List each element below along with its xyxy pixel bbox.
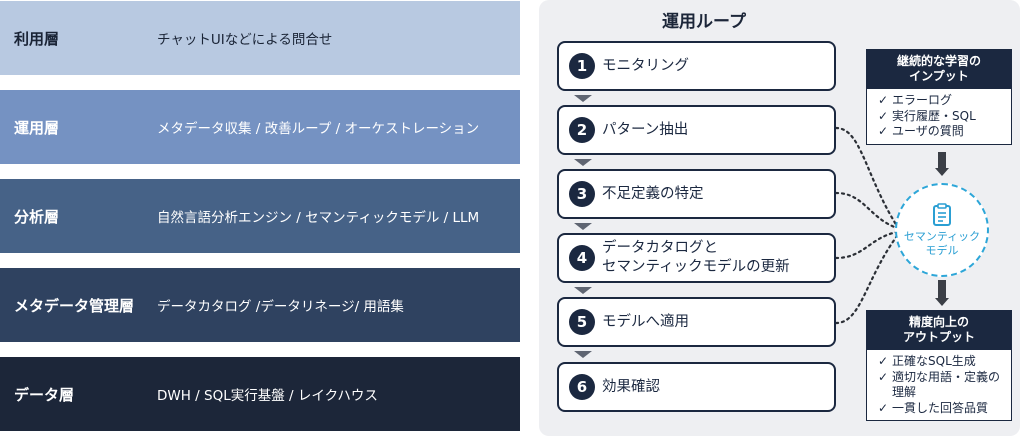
check-icon: ✓ xyxy=(878,93,889,107)
accuracy-output-title: 精度向上の アウトプット xyxy=(867,311,1011,350)
semantic-model-label: セマンティック モデル xyxy=(904,230,980,258)
connector-step-5 xyxy=(834,234,899,325)
accuracy-output-list: ✓ 正確なSQL生成 ✓ 適切な用語・定義の 理解 ✓ 一貫した回答品質 xyxy=(867,350,1011,420)
check-icon: ✓ xyxy=(878,354,889,368)
item-text: 適切な用語・定義の 理解 xyxy=(892,369,1001,400)
step-label: 不足定義の特定 xyxy=(602,185,704,202)
list-item: ✓ 正確なSQL生成 xyxy=(867,354,1011,370)
step-number: 1 xyxy=(569,53,595,79)
learning-input-list: ✓ エラーログ ✓ 実行履歴・SQL ✓ ユーザの質問 xyxy=(867,89,1011,144)
loop-step-apply-to-model: 5 モデルへ適用 xyxy=(557,297,836,347)
step-arrow xyxy=(574,287,592,294)
learning-input-title: 継続的な学習の インプット xyxy=(867,50,1011,89)
list-item: ✓ 実行履歴・SQL xyxy=(867,109,1011,125)
semantic-model-node: セマンティック モデル xyxy=(895,183,989,277)
layer-data: データ層 DWH / SQL実行基盤 / レイクハウス xyxy=(0,357,520,431)
check-icon: ✓ xyxy=(878,369,889,384)
layer-usage: 利用層 チャットUIなどによる問合せ xyxy=(0,1,520,75)
check-icon: ✓ xyxy=(878,400,889,415)
layer-metadata-management: メタデータ管理層 データカタログ /データリネージ/ 用語集 xyxy=(0,268,520,342)
step-label: データカタログと セマンティックモデルの更新 xyxy=(602,240,790,275)
item-text: 正確なSQL生成 xyxy=(892,354,976,368)
step-number: 5 xyxy=(569,309,595,335)
list-item: ✓ 一貫した回答品質 xyxy=(867,401,1011,417)
item-text: 実行履歴・SQL xyxy=(892,108,976,123)
layer-description: 自然言語分析エンジン / セマンティックモデル / LLM xyxy=(157,210,480,226)
flow-arrow-input-to-model xyxy=(938,152,946,168)
layer-name: 運用層 xyxy=(14,118,60,137)
loop-step-gap-identification: 3 不足定義の特定 xyxy=(557,169,836,219)
label-line: セマンティック xyxy=(903,229,981,243)
step-label: 効果確認 xyxy=(602,378,660,395)
layer-name: 利用層 xyxy=(14,29,60,48)
step-arrow xyxy=(574,159,592,166)
item-text: 一貫した回答品質 xyxy=(892,400,989,415)
learning-input-box: 継続的な学習の インプット ✓ エラーログ ✓ 実行履歴・SQL ✓ ユーザの質… xyxy=(866,49,1012,145)
flow-arrow-head xyxy=(935,298,949,306)
title-line: 精度向上の xyxy=(908,315,969,329)
title-line: インプット xyxy=(909,69,969,83)
step-arrow xyxy=(574,223,592,230)
title-line: アウトプット xyxy=(902,330,975,344)
layer-name: 分析層 xyxy=(14,207,60,226)
flow-arrow-model-to-output xyxy=(938,280,946,298)
step-arrow xyxy=(574,95,592,102)
loop-title: 運用ループ xyxy=(662,12,746,32)
step-label: パターン抽出 xyxy=(602,121,689,138)
clipboard-icon xyxy=(933,202,951,226)
layer-description: データカタログ /データリネージ/ 用語集 xyxy=(157,299,404,315)
step-label: モデルへ適用 xyxy=(602,313,689,330)
step-number: 2 xyxy=(569,117,595,143)
step-arrow xyxy=(574,351,592,358)
list-item: ✓ 適切な用語・定義の 理解 xyxy=(867,370,1011,401)
item-text: ユーザの質問 xyxy=(892,124,964,138)
check-icon: ✓ xyxy=(878,124,889,138)
layer-name: データ層 xyxy=(14,385,75,404)
check-icon: ✓ xyxy=(878,108,889,123)
layer-name: メタデータ管理層 xyxy=(14,296,135,315)
accuracy-output-box: 精度向上の アウトプット ✓ 正確なSQL生成 ✓ 適切な用語・定義の 理解 ✓… xyxy=(866,310,1012,421)
connector-step-3 xyxy=(834,191,899,230)
layer-description: メタデータ収集 / 改善ループ / オーケストレーション xyxy=(157,121,480,137)
connector-step-4 xyxy=(834,230,899,260)
item-text: エラーログ xyxy=(892,93,953,107)
operations-loop-panel: 運用ループ 1 モニタリング 2 パターン抽出 3 不足定義の特定 4 データカ… xyxy=(539,0,1020,436)
label-line: モデル xyxy=(925,243,959,257)
loop-step-pattern-extraction: 2 パターン抽出 xyxy=(557,105,836,155)
loop-step-catalog-update: 4 データカタログと セマンティックモデルの更新 xyxy=(557,233,836,283)
dotted-connectors xyxy=(834,126,899,325)
step-number: 3 xyxy=(569,181,595,207)
step-label: モニタリング xyxy=(602,57,689,74)
connector-step-2 xyxy=(834,126,899,228)
list-item: ✓ ユーザの質問 xyxy=(867,124,1011,140)
list-item: ✓ エラーログ xyxy=(867,93,1011,109)
layer-operations: 運用層 メタデータ収集 / 改善ループ / オーケストレーション xyxy=(0,90,520,164)
step-number: 4 xyxy=(569,245,595,271)
title-line: 継続的な学習の xyxy=(896,54,981,68)
step-number: 6 xyxy=(569,374,595,400)
loop-step-monitoring: 1 モニタリング xyxy=(557,41,836,91)
layer-description: DWH / SQL実行基盤 / レイクハウス xyxy=(157,388,378,404)
flow-arrow-head xyxy=(935,168,949,176)
layer-description: チャットUIなどによる問合せ xyxy=(157,32,333,48)
loop-step-effect-check: 6 効果確認 xyxy=(557,362,836,412)
layer-analytics: 分析層 自然言語分析エンジン / セマンティックモデル / LLM xyxy=(0,179,520,253)
